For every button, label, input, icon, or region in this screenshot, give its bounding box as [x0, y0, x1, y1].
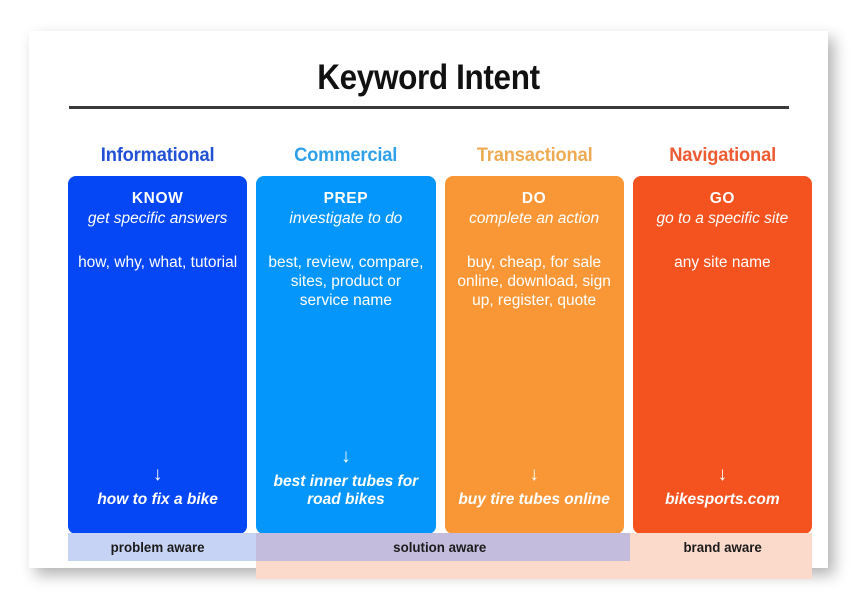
card-modifiers: best, review, compare, sites, product or…	[268, 254, 424, 309]
column-header-transactional: Transactional	[476, 144, 592, 166]
column-header-informational: Informational	[100, 144, 215, 166]
intent-column-informational: Informational KNOW get specific answers …	[68, 144, 248, 534]
down-arrow-icon: ↓	[152, 464, 163, 486]
card-keyword: KNOW	[131, 190, 184, 207]
card-keyword: PREP	[323, 190, 369, 207]
card-example: buy tire tubes online	[458, 491, 610, 509]
intent-card-commercial[interactable]: PREP investigate to do best, review, com…	[256, 176, 436, 534]
intent-card-transactional[interactable]: DO complete an action buy, cheap, for sa…	[444, 176, 624, 534]
title-divider	[69, 106, 789, 109]
awareness-segment-solution	[256, 533, 630, 561]
awareness-label-brand: brand aware	[683, 539, 762, 555]
card-example: best inner tubes for road bikes	[273, 472, 419, 509]
card-subtitle: get specific answers	[87, 210, 228, 228]
down-arrow-icon: ↓	[717, 464, 728, 486]
card-modifiers: how, why, what, tutorial	[78, 254, 238, 272]
intent-card-navigational[interactable]: GO go to a specific site any site name ↓…	[632, 176, 812, 534]
card-subtitle: investigate to do	[289, 210, 403, 228]
intent-columns: Informational KNOW get specific answers …	[68, 144, 812, 534]
intent-column-navigational: Navigational GO go to a specific site an…	[632, 144, 812, 534]
card-modifiers: buy, cheap, for sale online, download, s…	[457, 254, 611, 309]
awareness-label-problem: problem aware	[110, 539, 205, 555]
intent-column-transactional: Transactional DO complete an action buy,…	[444, 144, 624, 534]
column-header-navigational: Navigational	[669, 144, 776, 166]
card-example: how to fix a bike	[97, 491, 218, 509]
down-arrow-icon: ↓	[529, 464, 539, 486]
card-subtitle: go to a specific site	[656, 210, 789, 228]
awareness-label-solution: solution aware	[393, 539, 487, 555]
card-modifiers: any site name	[674, 254, 771, 272]
down-arrow-icon: ↓	[341, 445, 351, 467]
intent-column-commercial: Commercial PREP investigate to do best, …	[256, 144, 436, 534]
card-keyword: GO	[709, 190, 736, 207]
card-keyword: DO	[521, 190, 547, 207]
infographic-paper: Keyword Intent Informational KNOW get sp…	[29, 31, 828, 579]
awareness-band: problem aware solution aware brand aware	[68, 533, 812, 581]
intent-card-informational[interactable]: KNOW get specific answers how, why, what…	[68, 176, 248, 534]
card-subtitle: complete an action	[469, 210, 600, 228]
column-header-commercial: Commercial	[294, 144, 398, 166]
card-example: bikesports.com	[665, 491, 780, 509]
page-title: Keyword Intent	[317, 58, 540, 97]
awareness-segment-problem	[68, 533, 263, 561]
